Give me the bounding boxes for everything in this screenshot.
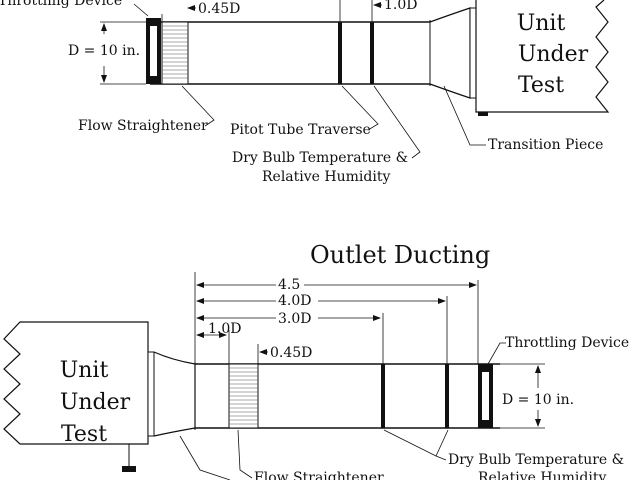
inlet-unit-label-2: Under [518, 42, 589, 67]
inlet-throttling-device-opening [150, 26, 157, 76]
outlet-flow-straightener-label: Flow Straightener [254, 470, 384, 480]
inlet-transition-flange [469, 7, 477, 99]
outlet-dry-bulb-label-1: Dry Bulb Temperature & [448, 452, 624, 468]
inlet-dry-bulb-label-2: Relative Humidity [262, 169, 390, 185]
inlet-unit-under-test-box [475, 0, 610, 113]
outlet-unit-label-3: Test [61, 422, 107, 447]
inlet-unit-label-1: Unit [517, 11, 566, 36]
outlet-unit-label-1: Unit [60, 358, 109, 383]
outlet-dry-bulb-label-2: Relative Humidity [478, 470, 606, 480]
inlet-diameter-label: D = 10 in. [68, 43, 140, 59]
outlet-dim-30d: 3.0D [278, 311, 312, 327]
inlet-transition-piece [429, 7, 471, 99]
inlet-dry-bulb-label-1: Dry Bulb Temperature & [232, 150, 408, 166]
inlet-transition-piece-label: Transition Piece [488, 137, 603, 153]
outlet-dim-10d: 1.0D [208, 321, 242, 337]
inlet-pitot-tube-label: Pitot Tube Traverse [230, 122, 371, 138]
inlet-flow-straightener [161, 21, 189, 85]
outlet-throttling-device-opening [482, 372, 489, 420]
inlet-dim-045d: 0.45D [198, 1, 240, 17]
outlet-ducting: Outlet Ducting 4.5 4.0D 3.0D 1.0D 0.45D … [3, 241, 629, 480]
outlet-flow-straightener [228, 363, 259, 429]
outlet-title: Outlet Ducting [310, 241, 490, 269]
outlet-throttling-device-label: Throttling Device [505, 335, 629, 351]
outlet-transition-flange [147, 351, 155, 437]
inlet-flow-straightener-label: Flow Straightener [78, 118, 208, 134]
outlet-dim-045d: 0.45D [270, 345, 312, 361]
outlet-dim-40d: 4.0D [278, 293, 312, 309]
outlet-dim-45: 4.5 [278, 277, 300, 293]
inlet-ducting: Unit Under Test D = 10 in. 0.45D 1.0D Th… [0, 0, 610, 185]
inlet-dim-10d: 1.0D [384, 0, 418, 13]
inlet-throttling-device-label: Throttling Device [0, 0, 122, 9]
outlet-unit-foot [122, 466, 136, 472]
outlet-unit-label-2: Under [60, 390, 131, 415]
inlet-unit-label-3: Test [518, 73, 564, 98]
inlet-unit-foot [478, 112, 488, 116]
outlet-diameter-label: D = 10 in. [502, 392, 574, 408]
outlet-transition-piece [153, 351, 196, 437]
